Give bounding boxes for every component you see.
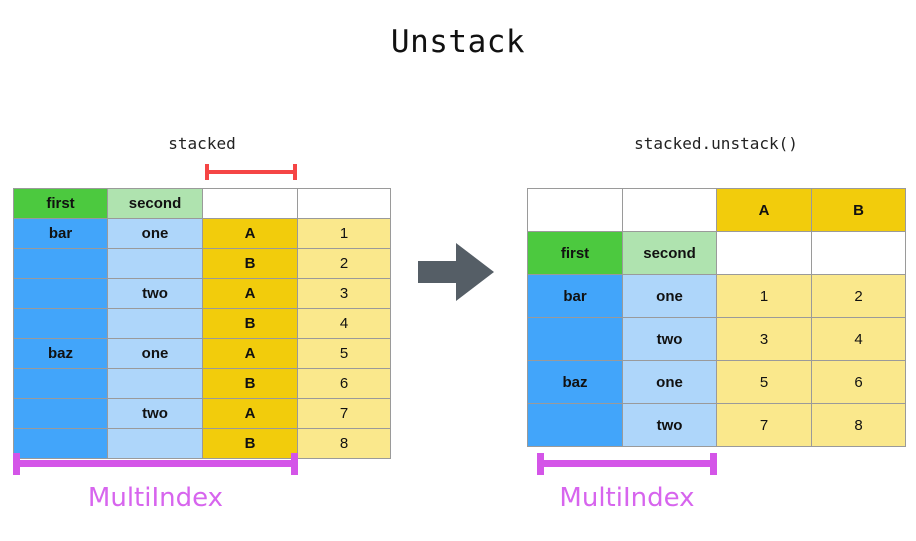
cell-level2: A <box>202 398 298 429</box>
cell-value-a: 5 <box>716 360 812 404</box>
table-row: two 7 8 <box>527 403 906 447</box>
cell-value-b: 4 <box>811 317 906 361</box>
cell-level0 <box>13 428 108 459</box>
cell-value: 8 <box>297 428 391 459</box>
stacked-table: first second bar one A 1 B 2 two A <box>13 188 391 459</box>
cell-value-b: 6 <box>811 360 906 404</box>
cell-level0: bar <box>527 274 623 318</box>
cell-value: 1 <box>297 218 391 249</box>
cell-level1 <box>107 308 203 339</box>
table-index-header-row: first second <box>527 231 906 275</box>
multiindex-label-right: MultiIndex <box>559 483 695 513</box>
cell-level1: one <box>107 218 203 249</box>
cell-level1: two <box>107 398 203 429</box>
header-cell-blank-4 <box>811 231 906 275</box>
column-level-bracket-icon <box>205 164 297 180</box>
table-row: bar one 1 2 <box>527 274 906 318</box>
cell-value-a: 1 <box>716 274 812 318</box>
page-title: Unstack <box>390 24 526 60</box>
header-cell-blank-2 <box>297 188 391 219</box>
bracket-cap-right <box>710 453 717 475</box>
cell-level2: B <box>202 308 298 339</box>
cell-value: 2 <box>297 248 391 279</box>
cell-level2: A <box>202 278 298 309</box>
cell-level1: two <box>622 403 717 447</box>
header-cell-first: first <box>527 231 623 275</box>
cell-level0 <box>527 403 623 447</box>
colhdr-cell-a: A <box>716 188 812 232</box>
cell-level0: baz <box>527 360 623 404</box>
header-cell-second: second <box>107 188 203 219</box>
cell-level1 <box>107 368 203 399</box>
table-row: two A 7 <box>13 398 391 429</box>
cell-value: 6 <box>297 368 391 399</box>
cell-level2: B <box>202 368 298 399</box>
cell-value-b: 2 <box>811 274 906 318</box>
cell-level1: two <box>622 317 717 361</box>
flow-arrow-right-icon <box>418 243 494 301</box>
cell-level0 <box>13 248 108 279</box>
colhdr-cell-blank-2 <box>622 188 717 232</box>
table-row: B 2 <box>13 248 391 279</box>
cell-value: 3 <box>297 278 391 309</box>
cell-value-a: 7 <box>716 403 812 447</box>
cell-level0 <box>13 368 108 399</box>
unstack-caption: stacked.unstack() <box>634 134 798 153</box>
cell-level2: A <box>202 218 298 249</box>
unstacked-table: A B first second bar one 1 2 two 3 4 <box>527 188 906 447</box>
cell-level2: A <box>202 338 298 369</box>
colhdr-cell-b: B <box>811 188 906 232</box>
header-cell-first: first <box>13 188 108 219</box>
table-row: two 3 4 <box>527 317 906 361</box>
table-row: two A 3 <box>13 278 391 309</box>
cell-level0 <box>13 278 108 309</box>
cell-value-a: 3 <box>716 317 812 361</box>
cell-level0: bar <box>13 218 108 249</box>
cell-level2: B <box>202 248 298 279</box>
cell-level2: B <box>202 428 298 459</box>
cell-level0 <box>13 308 108 339</box>
header-cell-blank-3 <box>716 231 812 275</box>
table-row: B 6 <box>13 368 391 399</box>
table-header-row: first second <box>13 188 391 219</box>
cell-level0 <box>527 317 623 361</box>
cell-level0 <box>13 398 108 429</box>
header-cell-blank-1 <box>202 188 298 219</box>
header-cell-second: second <box>622 231 717 275</box>
cell-level1: one <box>107 338 203 369</box>
bracket-cap-right <box>291 453 298 475</box>
bracket-bar <box>205 170 297 174</box>
table-row: baz one 5 6 <box>527 360 906 404</box>
cell-level0: baz <box>13 338 108 369</box>
multiindex-label-left: MultiIndex <box>87 483 224 513</box>
bracket-cap-right <box>293 164 297 180</box>
table-row: bar one A 1 <box>13 218 391 249</box>
table-row: baz one A 5 <box>13 338 391 369</box>
cell-level1 <box>107 248 203 279</box>
colhdr-cell-blank-1 <box>527 188 623 232</box>
bracket-bar <box>537 460 717 467</box>
table-column-header-row: A B <box>527 188 906 232</box>
stacked-caption: stacked <box>168 134 236 153</box>
cell-value: 5 <box>297 338 391 369</box>
table-row: B 8 <box>13 428 391 459</box>
cell-value-b: 8 <box>811 403 906 447</box>
multiindex-bracket-right-icon <box>537 453 717 475</box>
cell-level1: one <box>622 274 717 318</box>
cell-value: 4 <box>297 308 391 339</box>
bracket-bar <box>13 460 298 467</box>
table-row: B 4 <box>13 308 391 339</box>
cell-level1: two <box>107 278 203 309</box>
cell-level1: one <box>622 360 717 404</box>
multiindex-bracket-left-icon <box>13 453 298 475</box>
cell-value: 7 <box>297 398 391 429</box>
